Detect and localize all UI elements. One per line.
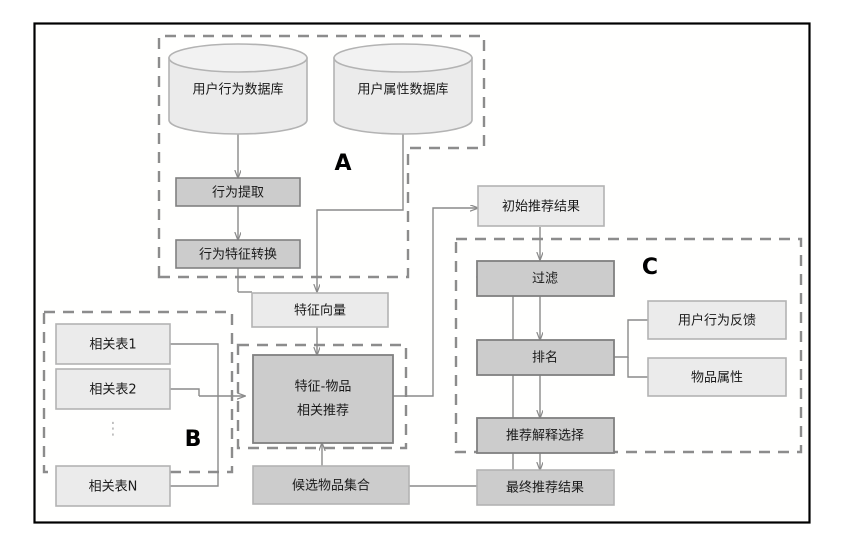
node-related-table-2-label: 相关表2 bbox=[89, 383, 136, 398]
group-b-inner-boundary bbox=[236, 343, 408, 450]
edge-table1-bus bbox=[170, 343, 219, 396]
node-related-table-n[interactable]: 相关表N bbox=[55, 465, 171, 507]
node-related-table-1[interactable]: 相关表1 bbox=[55, 323, 171, 365]
node-behavior-feature-transform[interactable]: 行为特征转换 bbox=[175, 239, 301, 269]
node-rank[interactable]: 排名 bbox=[476, 339, 615, 376]
group-b-label: B bbox=[185, 427, 202, 452]
group-c-label: C bbox=[642, 255, 658, 280]
node-initial-rec-result[interactable]: 初始推荐结果 bbox=[477, 185, 605, 227]
node-item-attribute-label: 物品属性 bbox=[691, 371, 743, 386]
db-user-attribute-label: 用户属性数据库 bbox=[357, 82, 448, 98]
node-behavior-feature-transform-label: 行为特征转换 bbox=[199, 248, 277, 263]
edge-db-attribute-to-featurevector bbox=[317, 134, 404, 292]
node-candidate-item-set[interactable]: 候选物品集合 bbox=[252, 465, 410, 505]
node-initial-rec-result-label: 初始推荐结果 bbox=[502, 200, 580, 215]
node-feature-item-rec-label-line1: 特征-物品 bbox=[295, 380, 352, 395]
node-item-attribute[interactable]: 物品属性 bbox=[647, 357, 787, 397]
node-rec-explain-select[interactable]: 推荐解释选择 bbox=[476, 417, 615, 454]
node-related-table-2[interactable]: 相关表2 bbox=[55, 368, 171, 410]
edge-feedback-to-rank bbox=[605, 319, 648, 357]
node-feature-item-rec[interactable]: 特征-物品 相关推荐 bbox=[252, 354, 394, 444]
edge-table2-bus bbox=[170, 388, 200, 396]
edge-tablen-bus bbox=[170, 396, 219, 487]
node-final-rec-result-label: 最终推荐结果 bbox=[506, 480, 584, 496]
node-related-table-1-label: 相关表1 bbox=[89, 338, 136, 353]
node-user-behavior-feedback[interactable]: 用户行为反馈 bbox=[647, 300, 787, 340]
vertical-ellipsis-icon: ⋮ bbox=[105, 419, 122, 439]
node-behavior-extract[interactable]: 行为提取 bbox=[175, 177, 301, 207]
node-filter-label: 过滤 bbox=[532, 272, 558, 287]
node-final-rec-result[interactable]: 最终推荐结果 bbox=[476, 469, 615, 506]
edge-rec-to-initial bbox=[393, 208, 478, 397]
node-user-behavior-feedback-label: 用户行为反馈 bbox=[678, 313, 756, 329]
db-user-behavior-label: 用户行为数据库 bbox=[192, 82, 283, 98]
node-feature-vector-label: 特征向量 bbox=[294, 303, 346, 319]
group-c-boundary bbox=[454, 237, 803, 454]
edge-itemattr-to-rank bbox=[627, 357, 648, 378]
group-a-boundary bbox=[157, 34, 486, 279]
node-related-table-n-label: 相关表N bbox=[89, 480, 138, 495]
group-a-label: A bbox=[334, 151, 351, 176]
group-b-boundary bbox=[42, 310, 234, 474]
node-rank-label: 排名 bbox=[532, 350, 558, 366]
db-user-behavior[interactable]: 用户行为数据库 bbox=[168, 43, 308, 135]
node-behavior-extract-label: 行为提取 bbox=[212, 185, 264, 201]
node-feature-vector[interactable]: 特征向量 bbox=[251, 292, 389, 328]
node-rec-explain-select-label: 推荐解释选择 bbox=[506, 429, 584, 444]
db-user-attribute[interactable]: 用户属性数据库 bbox=[333, 43, 473, 135]
node-filter[interactable]: 过滤 bbox=[476, 260, 615, 297]
node-candidate-item-set-label: 候选物品集合 bbox=[292, 478, 370, 494]
node-feature-item-rec-label-line2: 相关推荐 bbox=[297, 404, 349, 419]
